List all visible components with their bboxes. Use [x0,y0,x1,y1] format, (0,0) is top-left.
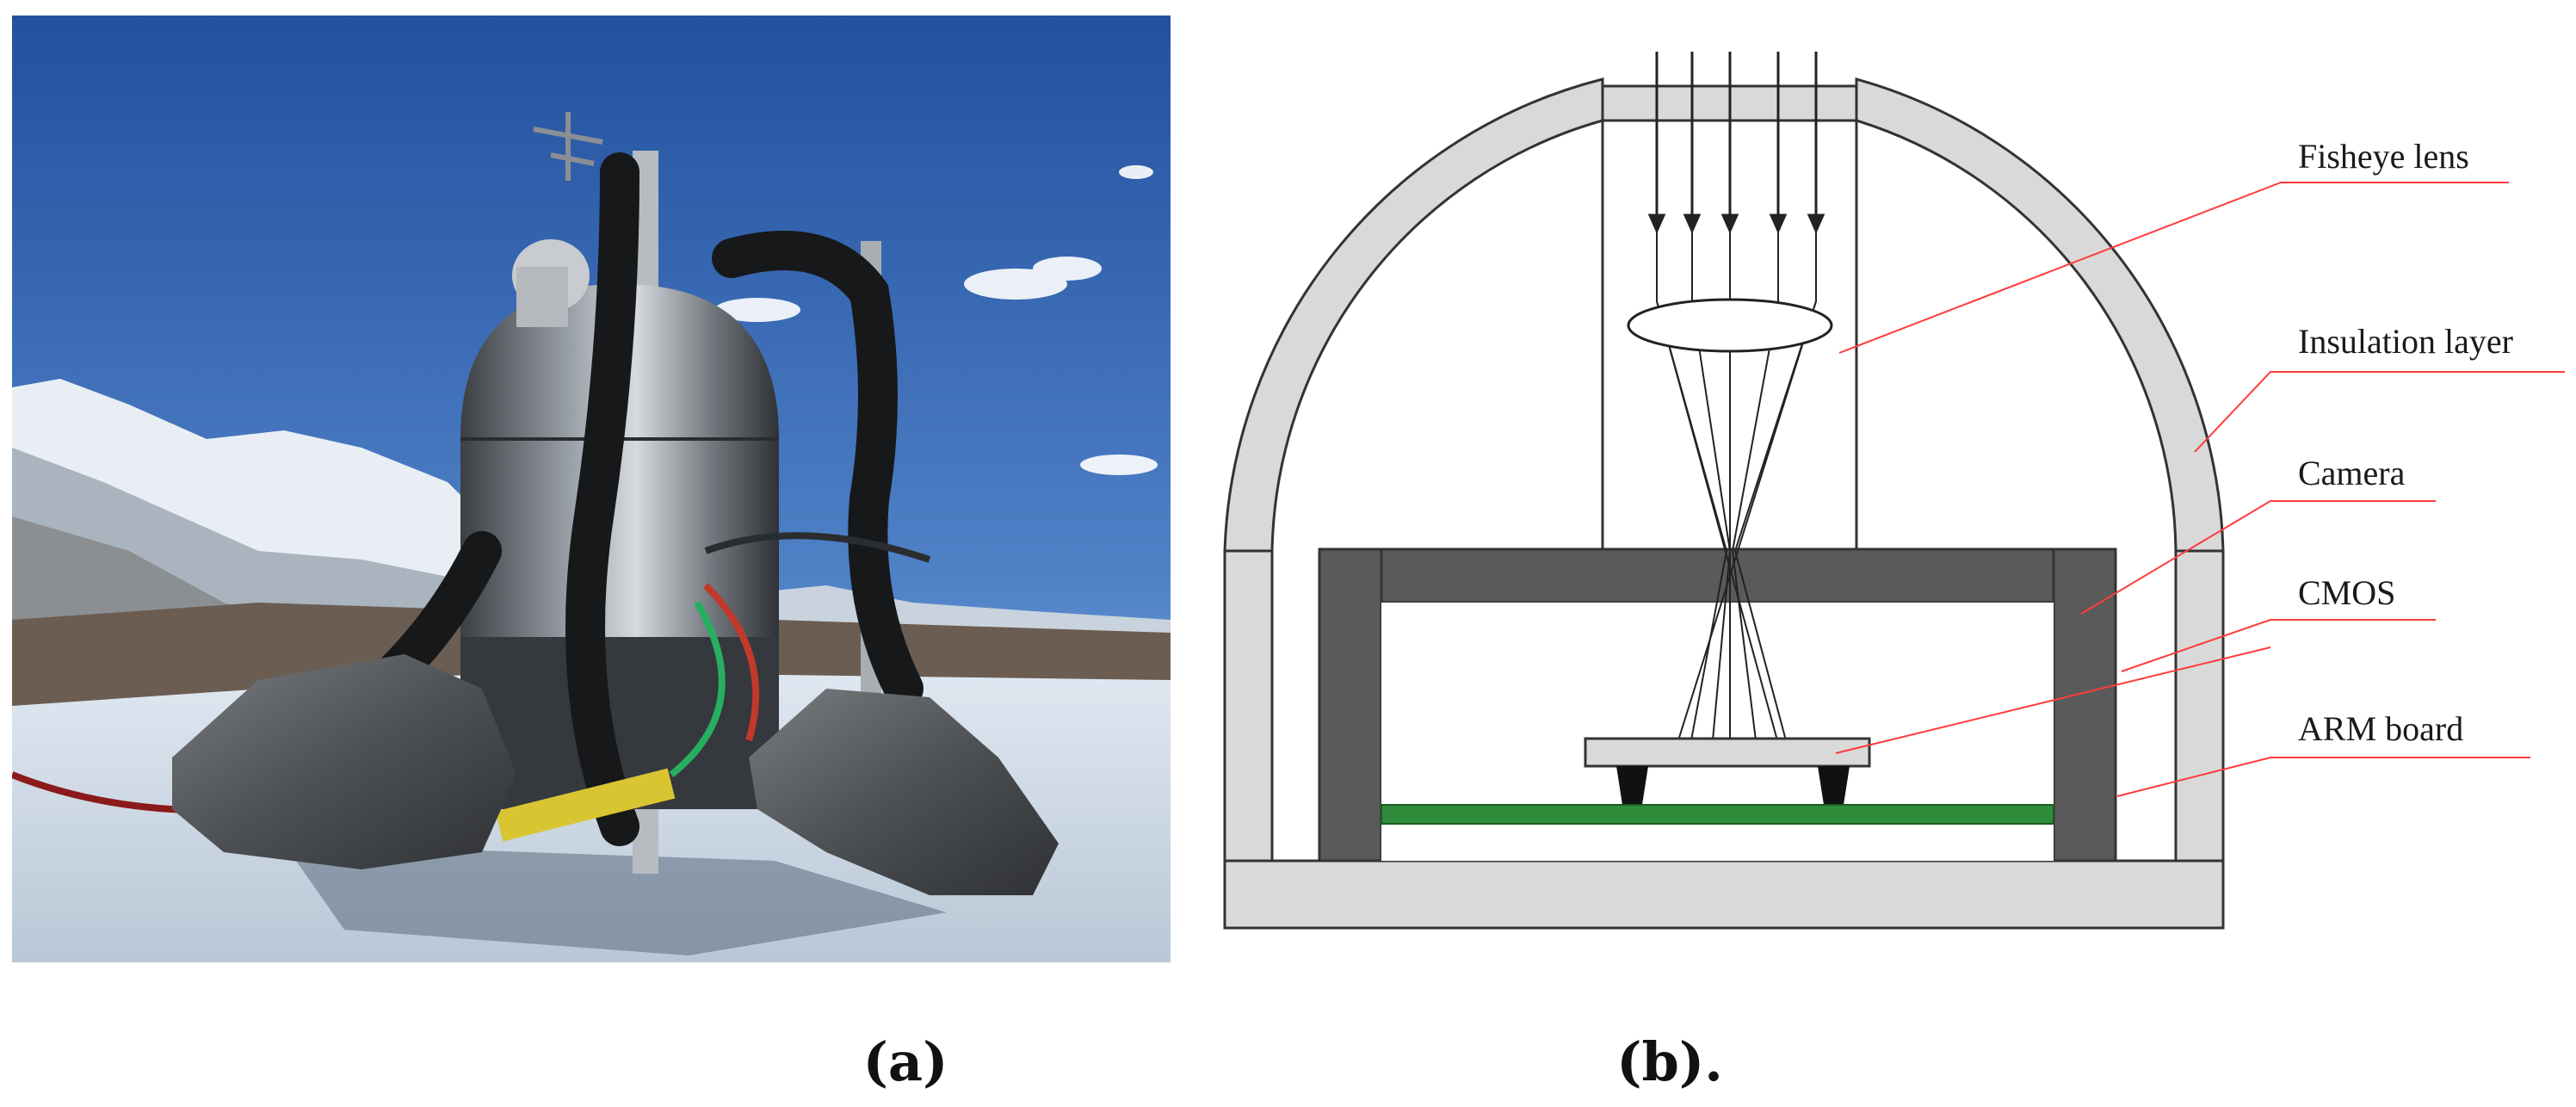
connector-left [1616,766,1648,805]
cmos-sensor [1584,737,1871,768]
insulation-dome-left [1223,77,1604,553]
label-insulation-layer: Insulation layer [2298,322,2513,361]
label-fisheye-lens: Fisheye lens [2298,137,2469,176]
instrument-schematic: Fisheye lens Insulation layer Camera CMO… [1223,52,2565,930]
shadow [284,844,947,955]
caption-a: (a) [863,1030,948,1093]
base-plate [1223,859,2225,930]
insulation-wall-right [2174,549,2225,863]
yellow-tape [495,768,676,842]
rock-right [749,689,1059,895]
label-arm-board: ARM board [2298,709,2463,748]
leader-lines [1835,182,2565,797]
fisheye-lens [1627,298,1833,353]
antenna [533,112,603,181]
light-rays [1656,231,1817,741]
incident-light-arrows [1647,52,1825,234]
clouds [714,165,1158,475]
caption-b: (b). [1616,1030,1723,1093]
instrument-photo [12,15,1171,962]
sun-sensor [512,239,590,327]
insulation-wall-left [1223,549,1274,863]
connector-right [1818,766,1850,805]
label-camera: Camera [2298,454,2406,492]
arm-board [1381,804,2054,825]
insulation-dome-right [1855,77,2225,553]
label-cmos: CMOS [2298,573,2395,612]
rock-left [172,654,516,869]
